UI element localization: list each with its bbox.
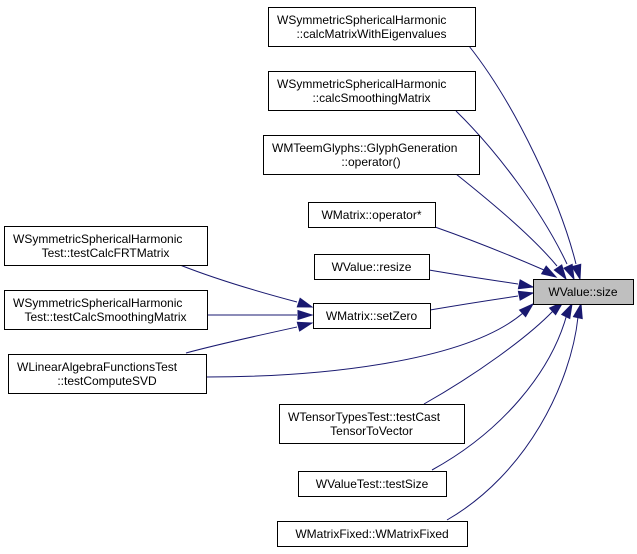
edge-line <box>434 226 545 271</box>
edge-line <box>423 310 554 405</box>
node-box <box>268 71 476 111</box>
edge-test_frt-to-set_zero <box>179 264 314 308</box>
node-label: WMatrix::setZero <box>326 309 418 323</box>
node-box <box>313 303 431 329</box>
arrowhead-icon <box>560 302 573 320</box>
node-box <box>8 354 207 394</box>
edge-line <box>455 110 568 265</box>
node-layer: WValue::sizeWSymmetricSphericalHarmonic:… <box>4 7 634 547</box>
node-value-size: WValue::size <box>533 279 634 305</box>
node-label: ::operator() <box>341 155 400 169</box>
edge-test_smooth-to-set_zero <box>207 309 314 321</box>
edge-value_resize-to-value_size <box>428 269 535 290</box>
arrowhead-icon <box>297 309 314 321</box>
arrowhead-icon <box>296 321 314 332</box>
node-label: WSymmetricSphericalHarmonic <box>13 296 182 310</box>
edge-set_zero-to-value_size <box>429 290 535 311</box>
node-set-zero[interactable]: WMatrix::setZero <box>313 303 431 329</box>
node-test-size[interactable]: WValueTest::testSize <box>298 471 447 497</box>
edge-line <box>446 316 579 521</box>
edge-line <box>205 312 524 378</box>
edge-line <box>185 326 298 354</box>
edge-matrix_mul-to-value_size <box>434 226 558 278</box>
node-label: WMatrixFixed::WMatrixFixed <box>295 527 448 541</box>
node-calc-eigen[interactable]: WSymmetricSphericalHarmonic::calcMatrixW… <box>268 7 476 47</box>
node-label: Test::testCalcFRTMatrix <box>42 246 170 260</box>
edge-test_cast-to-value_size <box>423 300 565 405</box>
node-test-smooth[interactable]: WSymmetricSphericalHarmonicTest::testCal… <box>4 290 208 330</box>
edge-glyph_op-to-value_size <box>455 173 567 281</box>
node-matrix-fixed[interactable]: WMatrixFixed::WMatrixFixed <box>277 521 468 547</box>
arrowhead-icon <box>296 297 314 308</box>
edge-calc_smooth-to-value_size <box>455 110 575 281</box>
node-label: WLinearAlgebraFunctionsTest <box>17 360 178 374</box>
node-label: WValue::resize <box>332 260 412 274</box>
edge-line <box>455 173 558 267</box>
edge-test_svd-to-set_zero <box>185 321 314 354</box>
node-box <box>279 404 465 444</box>
arrowhead-icon <box>517 279 535 290</box>
edge-matrix_fixed-to-value_size <box>446 302 583 521</box>
edge-line <box>468 45 577 265</box>
node-test-frt[interactable]: WSymmetricSphericalHarmonicTest::testCal… <box>4 226 208 266</box>
arrowhead-icon <box>572 302 583 320</box>
node-label: WSymmetricSphericalHarmonic <box>13 232 182 246</box>
node-box <box>308 202 436 228</box>
node-label: WTensorTypesTest::testCast <box>288 410 441 424</box>
edge-calc_eigen-to-value_size <box>468 45 582 281</box>
arrowhead-icon <box>571 263 582 281</box>
edge-line <box>431 313 568 471</box>
edge-line <box>428 269 519 285</box>
node-label: WSymmetricSphericalHarmonic <box>277 13 446 27</box>
node-box <box>298 471 447 497</box>
node-label: WSymmetricSphericalHarmonic <box>277 77 446 91</box>
node-matrix-mul[interactable]: WMatrix::operator* <box>308 202 436 228</box>
edge-test_size-to-value_size <box>431 302 573 471</box>
edge-line <box>429 295 519 311</box>
arrowhead-icon <box>518 302 535 318</box>
arrowhead-icon <box>563 263 575 281</box>
node-value-resize[interactable]: WValue::resize <box>314 254 430 280</box>
node-label: Test::testCalcSmoothingMatrix <box>24 310 186 324</box>
node-label: TensorToVector <box>330 424 413 438</box>
node-box <box>533 279 634 305</box>
node-box <box>4 226 208 266</box>
node-calc-smooth[interactable]: WSymmetricSphericalHarmonic::calcSmoothi… <box>268 71 476 111</box>
node-label: ::testComputeSVD <box>57 374 157 388</box>
edge-layer <box>179 45 583 521</box>
edge-line <box>179 264 298 303</box>
node-glyph-op[interactable]: WMTeemGlyphs::GlyphGeneration::operator(… <box>263 135 480 175</box>
node-box <box>314 254 430 280</box>
node-label: WMTeemGlyphs::GlyphGeneration <box>272 141 457 155</box>
arrowhead-icon <box>553 264 567 281</box>
node-label: WValue::size <box>548 285 617 299</box>
arrowhead-icon <box>540 265 558 278</box>
node-box <box>277 521 468 547</box>
node-label: ::calcSmoothingMatrix <box>312 91 430 105</box>
node-test-svd[interactable]: WLinearAlgebraFunctionsTest::testCompute… <box>8 354 207 394</box>
arrowhead-icon <box>517 290 535 301</box>
node-box <box>4 290 208 330</box>
node-label: WValueTest::testSize <box>316 477 429 491</box>
node-box <box>263 135 480 175</box>
node-label: WMatrix::operator* <box>321 208 421 222</box>
node-box <box>268 7 476 47</box>
node-label: ::calcMatrixWithEigenvalues <box>296 27 446 41</box>
arrowhead-icon <box>548 300 565 316</box>
edge-test_svd-to-value_size <box>205 302 535 378</box>
